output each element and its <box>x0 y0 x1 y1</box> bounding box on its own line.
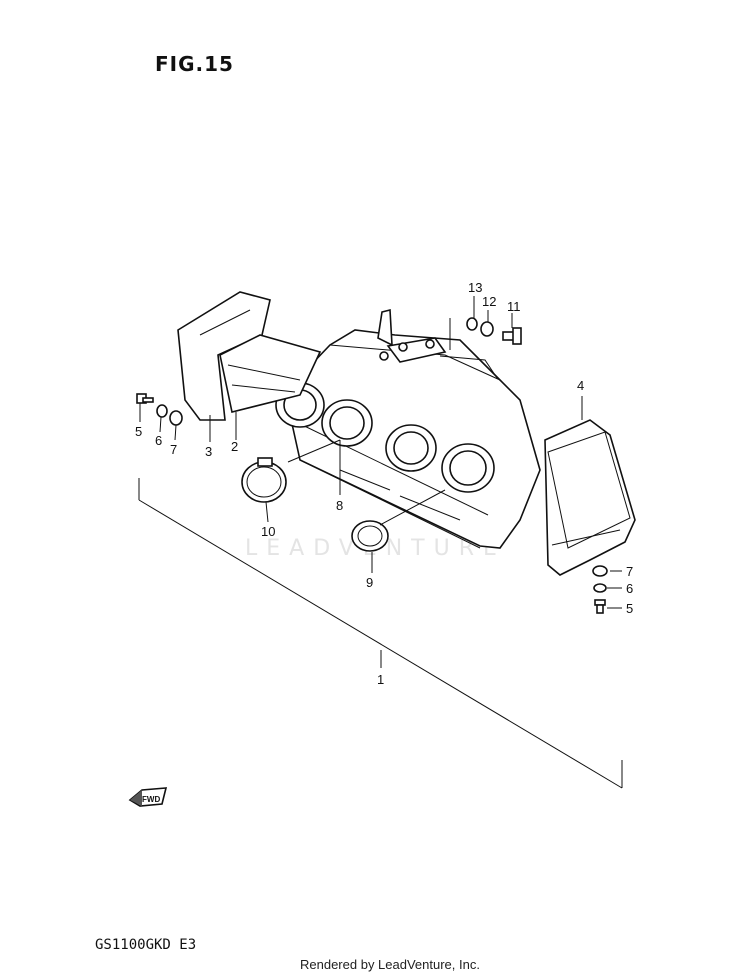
callout-2: 2 <box>231 439 238 454</box>
right-hardware <box>592 565 608 614</box>
callout-11: 11 <box>507 299 521 314</box>
fwd-label: FWD <box>142 795 160 804</box>
callout-8: 8 <box>336 498 343 513</box>
callout-13: 13 <box>468 280 482 295</box>
callout-6-right: 6 <box>626 581 633 596</box>
assembly-bracket <box>138 478 623 789</box>
callout-7-right: 7 <box>626 564 633 579</box>
callout-5-left: 5 <box>135 424 142 439</box>
callout-7-left: 7 <box>170 442 177 457</box>
model-code: GS1100GKD E3 <box>95 937 197 953</box>
callout-3: 3 <box>205 444 212 459</box>
callout-1: 1 <box>377 672 384 687</box>
callout-9: 9 <box>366 575 373 590</box>
callout-5-right: 5 <box>626 601 633 616</box>
ring-seal <box>351 520 389 552</box>
left-filter-element <box>177 291 322 421</box>
callout-labels: 1 2 3 4 5 6 7 7 6 5 8 9 10 11 12 13 FWD <box>135 280 633 804</box>
leader-lines <box>139 296 622 609</box>
render-credit: Rendered by LeadVenture, Inc. <box>300 957 480 972</box>
callout-6-left: 6 <box>155 433 162 448</box>
forward-arrow <box>128 787 168 807</box>
callout-12: 12 <box>482 294 496 309</box>
right-side-cover <box>544 419 636 576</box>
callout-4: 4 <box>577 378 584 393</box>
top-mounting-bracket <box>377 308 447 363</box>
left-hardware <box>136 393 183 426</box>
callout-10: 10 <box>261 524 275 539</box>
top-hardware <box>466 317 522 345</box>
hose-clamp <box>241 457 287 503</box>
figure-title: FIG.15 <box>155 52 234 76</box>
